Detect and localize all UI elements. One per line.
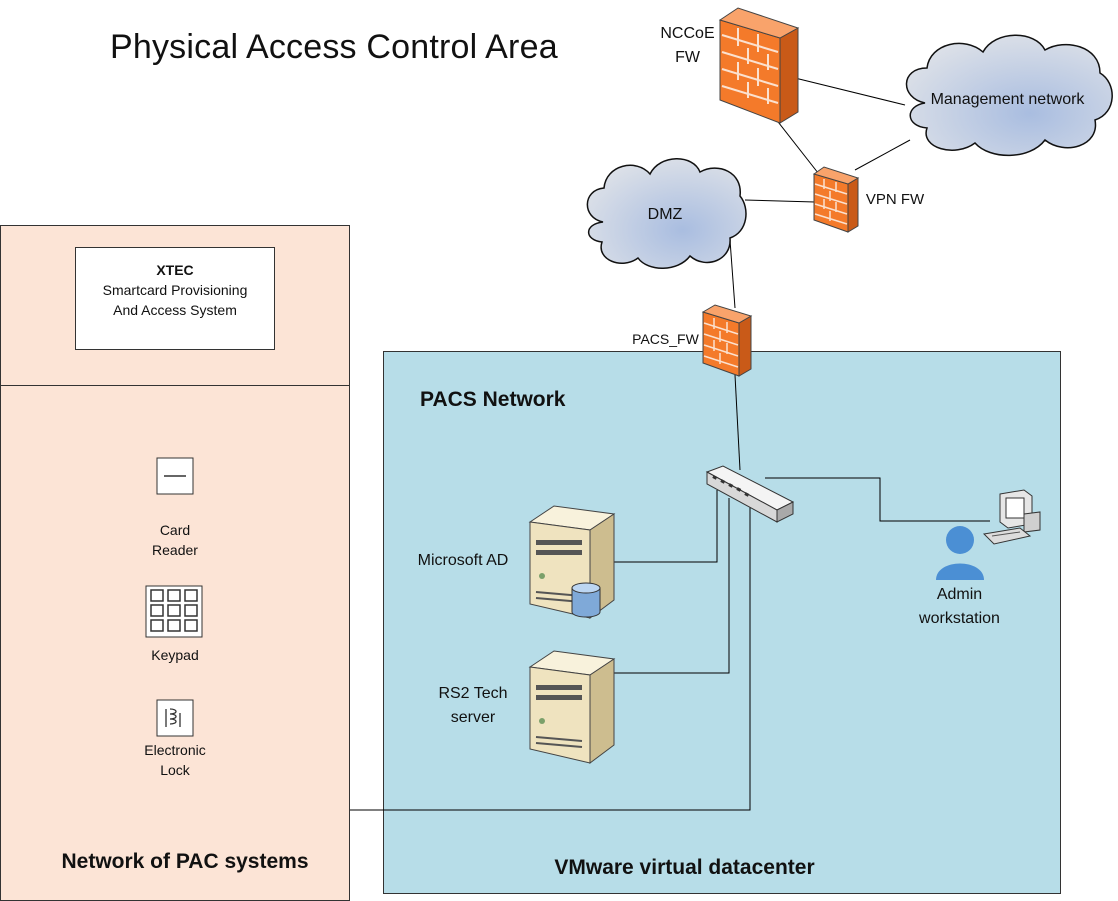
nccoe-fw-label-1: NCCoE (660, 25, 715, 42)
line-nccoe-mgmt (794, 77, 906, 106)
rs2-tech-label-2: server (450, 709, 496, 726)
management-network-label: Management network (930, 91, 1085, 108)
line-switch-rs2 (612, 498, 730, 674)
line-vpn-mgmt (854, 139, 911, 171)
vpn-firewall-icon (812, 166, 860, 233)
microsoft-ad-label: Microsoft AD (417, 552, 509, 569)
line-switch-ad (612, 490, 718, 563)
vpn-fw-label: VPN FW (865, 191, 925, 208)
admin-workstation-icon (936, 489, 1041, 580)
card-reader-icon (156, 457, 194, 495)
keypad-icon (145, 585, 203, 638)
line-switch-admin (765, 477, 990, 522)
user-icon (936, 526, 984, 580)
dmz-cloud-icon (586, 158, 747, 269)
line-dmz-pacsfw (729, 239, 736, 309)
nccoe-fw-label-2: FW (675, 49, 700, 66)
nccoe-firewall-icon (718, 7, 800, 124)
pacs-fw-label: PACS_FW (632, 331, 699, 347)
line-nccoe-vpn (774, 117, 823, 179)
rs2-tech-server-icon (528, 650, 616, 764)
admin-workstation-label-2: workstation (919, 610, 1000, 627)
pacs-firewall-icon (701, 304, 753, 377)
electronic-lock-icon (156, 699, 194, 737)
line-switch-pac (350, 505, 751, 811)
pac-panel-divider (0, 385, 350, 386)
card-reader-label-1: Card (159, 522, 191, 538)
xtec-name: XTEC (156, 262, 194, 278)
electronic-lock-label-1: Electronic (144, 742, 206, 758)
network-switch-icon (705, 465, 795, 523)
line-dmz-vpn (744, 199, 816, 203)
microsoft-ad-server-icon (528, 505, 616, 619)
vmware-datacenter-panel (383, 351, 1061, 894)
diagram-title: Physical Access Control Area (110, 28, 558, 66)
admin-workstation-label-1: Admin (936, 586, 983, 603)
xtec-line-1: Smartcard Provisioning (102, 282, 248, 298)
pacs-network-label: PACS Network (420, 388, 566, 411)
pac-network-label: Network of PAC systems (61, 850, 309, 873)
vmware-datacenter-label: VMware virtual datacenter (554, 856, 815, 879)
keypad-label: Keypad (151, 647, 199, 663)
xtec-line-2: And Access System (113, 302, 237, 318)
electronic-lock-label-2: Lock (160, 762, 190, 778)
database-icon (571, 582, 601, 618)
computer-icon (982, 489, 1041, 545)
rs2-tech-label-1: RS2 Tech (438, 685, 508, 702)
xtec-box: XTEC Smartcard Provisioning And Access S… (75, 247, 275, 350)
card-reader-label-2: Reader (152, 542, 198, 558)
dmz-label: DMZ (647, 206, 683, 223)
management-network-cloud-icon (905, 34, 1113, 157)
line-pacsfw-switch (734, 374, 741, 471)
